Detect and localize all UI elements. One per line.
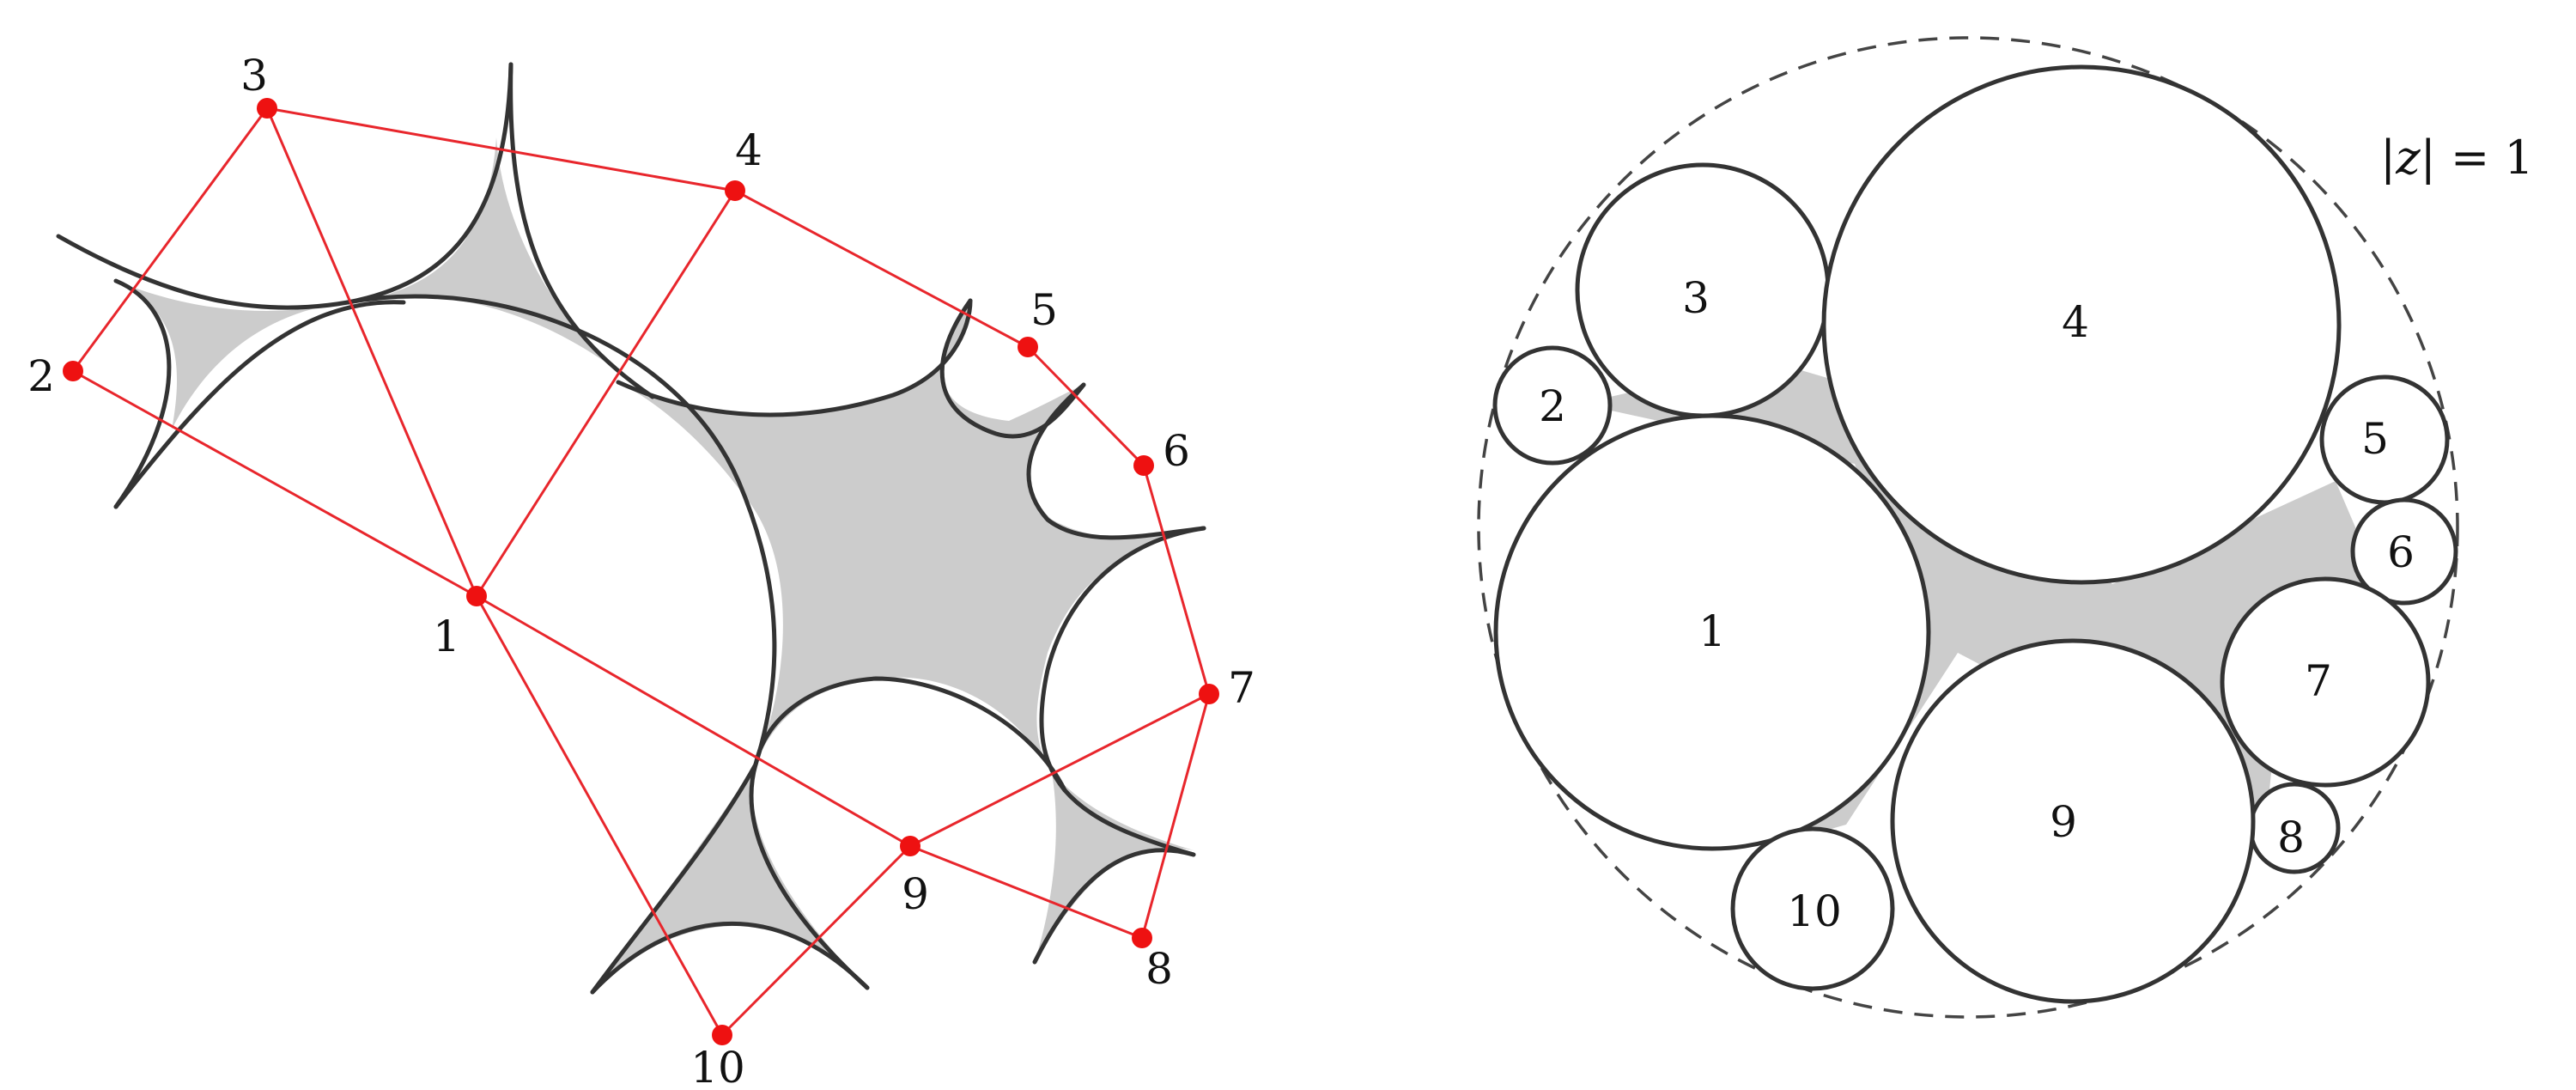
circle-packing-panel: 1 2 3 4 5 6 7 8 9 10 |z| = 1 xyxy=(1477,36,2534,1019)
packed-circle xyxy=(1890,638,2256,1004)
curve-right-arc xyxy=(1039,526,1206,857)
shaded-region-top-cusp xyxy=(348,137,610,365)
graph-edge xyxy=(476,594,911,848)
packed-circle xyxy=(1821,64,2342,585)
packed-circle xyxy=(2350,497,2458,606)
circle-label: 4 xyxy=(2062,297,2089,347)
curve-lobe-8 xyxy=(1032,848,1196,965)
graph-edge xyxy=(1140,693,1211,939)
curve-lobe-6 xyxy=(1026,382,1206,540)
circle-label: 3 xyxy=(1682,273,1710,323)
circle-label: 7 xyxy=(2305,656,2332,706)
circle-label: 10 xyxy=(1787,886,1842,936)
vertex-label: 3 xyxy=(240,51,268,100)
packed-circle xyxy=(1730,826,1895,991)
graph-vertex-labels: 1 2 3 4 5 6 7 8 9 10 xyxy=(27,51,1255,1090)
curve-upper-middle xyxy=(616,298,973,417)
curve-lobe-9 xyxy=(753,676,1067,793)
curve-bottom-left xyxy=(590,762,758,995)
graph-vertex xyxy=(63,361,83,381)
graph-edge xyxy=(475,595,724,1036)
circle-label: 2 xyxy=(1539,381,1566,431)
curve-left-upper xyxy=(56,234,350,310)
curve-top-left xyxy=(345,62,513,305)
curve-big-arc xyxy=(345,294,777,767)
vertex-label: 4 xyxy=(735,125,762,175)
graph-vertex xyxy=(1132,928,1152,948)
abs-bar-right: | xyxy=(2421,131,2436,185)
graph-edge xyxy=(909,844,1143,940)
graph-vertex xyxy=(900,836,920,856)
vertex-label: 7 xyxy=(1228,663,1255,713)
vertex-label: 9 xyxy=(902,869,929,919)
graph-edge xyxy=(265,107,478,597)
graph-edge xyxy=(71,107,269,372)
boundary-curves xyxy=(56,62,1206,995)
graph-vertex xyxy=(466,586,487,606)
circle-label: 1 xyxy=(1698,606,1726,656)
graph-panel: 1 2 3 4 5 6 7 8 9 10 xyxy=(27,51,1255,1090)
shaded-region-left xyxy=(116,281,348,429)
unit-circle xyxy=(1477,36,2459,1019)
shaded-region-center xyxy=(618,301,1202,773)
curve-left-outer xyxy=(113,278,172,509)
curve-bottom-right xyxy=(749,762,870,990)
packed-circles xyxy=(1492,64,2458,1004)
unit-circle-label: |z| = 1 xyxy=(2380,131,2534,185)
graph-edge xyxy=(1026,345,1145,467)
vertex-label: 6 xyxy=(1163,426,1190,476)
curve-lobe-5 xyxy=(939,298,1086,439)
circle-label: 9 xyxy=(2050,797,2077,847)
vertex-label: 2 xyxy=(27,351,55,401)
graph-vertex xyxy=(1133,455,1154,476)
shaded-region-bottom xyxy=(592,764,867,992)
abs-bar-left: | xyxy=(2380,131,2396,185)
graph-edge xyxy=(475,190,737,597)
curve-top-right xyxy=(508,62,655,399)
equals-one: = 1 xyxy=(2436,131,2534,185)
graph-vertices xyxy=(63,98,1219,1045)
vertex-label: 1 xyxy=(433,612,460,661)
circle-label: 8 xyxy=(2277,813,2305,862)
graph-vertex xyxy=(1199,684,1219,704)
variable-z: z xyxy=(2395,131,2421,185)
shaded-region-lower-right xyxy=(1035,773,1194,962)
vertex-label: 5 xyxy=(1030,285,1058,335)
graph-edge xyxy=(734,189,1029,349)
curve-bottom-arc xyxy=(590,921,870,995)
graph-edge xyxy=(720,844,912,1037)
curve-left-lower xyxy=(113,300,406,509)
graph-vertex xyxy=(712,1025,732,1045)
graph-edges xyxy=(71,107,1211,1037)
vertex-label: 8 xyxy=(1145,944,1173,994)
graph-edge xyxy=(1142,465,1211,695)
graph-vertex xyxy=(725,180,745,201)
packed-circle-labels: 1 2 3 4 5 6 7 8 9 10 xyxy=(1539,273,2415,936)
graph-vertex xyxy=(257,98,277,119)
graph-edge xyxy=(266,107,736,192)
circle-label: 6 xyxy=(2387,527,2415,577)
circle-label: 5 xyxy=(2361,414,2389,464)
graph-edge xyxy=(909,692,1210,848)
graph-edge xyxy=(72,369,477,598)
graph-vertex xyxy=(1018,337,1038,357)
packed-circle xyxy=(1492,345,1613,466)
vertex-label: 10 xyxy=(690,1043,745,1090)
packed-circle xyxy=(2220,576,2431,788)
